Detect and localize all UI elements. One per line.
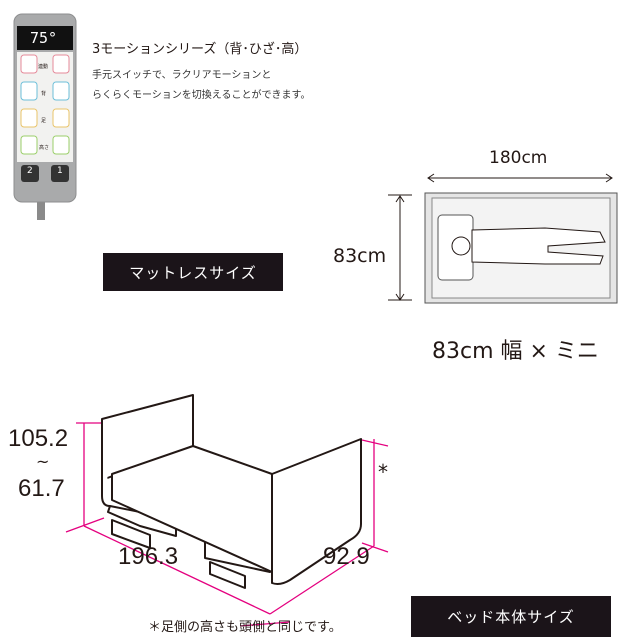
dimension-lines bbox=[65, 422, 389, 627]
bed-size-label: ベッド本体サイズ bbox=[411, 596, 611, 637]
bed-footboard-asterisk: * bbox=[378, 460, 388, 484]
product-title: 3モーションシリーズ（背･ひざ･高） bbox=[92, 42, 308, 57]
bed-height-min: 61.7 bbox=[18, 475, 65, 502]
product-description-line: らくらくモーションを切換えることができます。 bbox=[92, 90, 311, 101]
bed-note: ＊足側の高さも頭側と同じです。 bbox=[148, 620, 342, 635]
mattress-size-label: マットレスサイズ bbox=[103, 253, 283, 291]
bed-length: 196.3 bbox=[118, 543, 179, 570]
bed-width: 92.9 bbox=[323, 543, 370, 570]
remote-display: 75° bbox=[30, 29, 58, 47]
remote-label: 足 bbox=[41, 118, 47, 124]
remote-buttons bbox=[20, 54, 70, 182]
remote-label: 連動 bbox=[38, 64, 49, 70]
bed-height-tilde: ~ bbox=[36, 452, 50, 471]
remote-label: 高さ bbox=[39, 145, 50, 151]
remote-label: 背 bbox=[41, 91, 47, 97]
remote-button-2: 2 bbox=[27, 166, 33, 176]
mattress-width: 83cm bbox=[333, 245, 387, 267]
product-description-line: 手元スイッチで、ラクリアモーションと bbox=[92, 70, 272, 81]
bed-height-max: 105.2 bbox=[8, 425, 69, 452]
remote-button-1: 1 bbox=[57, 166, 63, 176]
mattress-size-caption: 83cm 幅 × ミニ bbox=[432, 339, 599, 364]
mattress-length: 180cm bbox=[489, 148, 548, 168]
